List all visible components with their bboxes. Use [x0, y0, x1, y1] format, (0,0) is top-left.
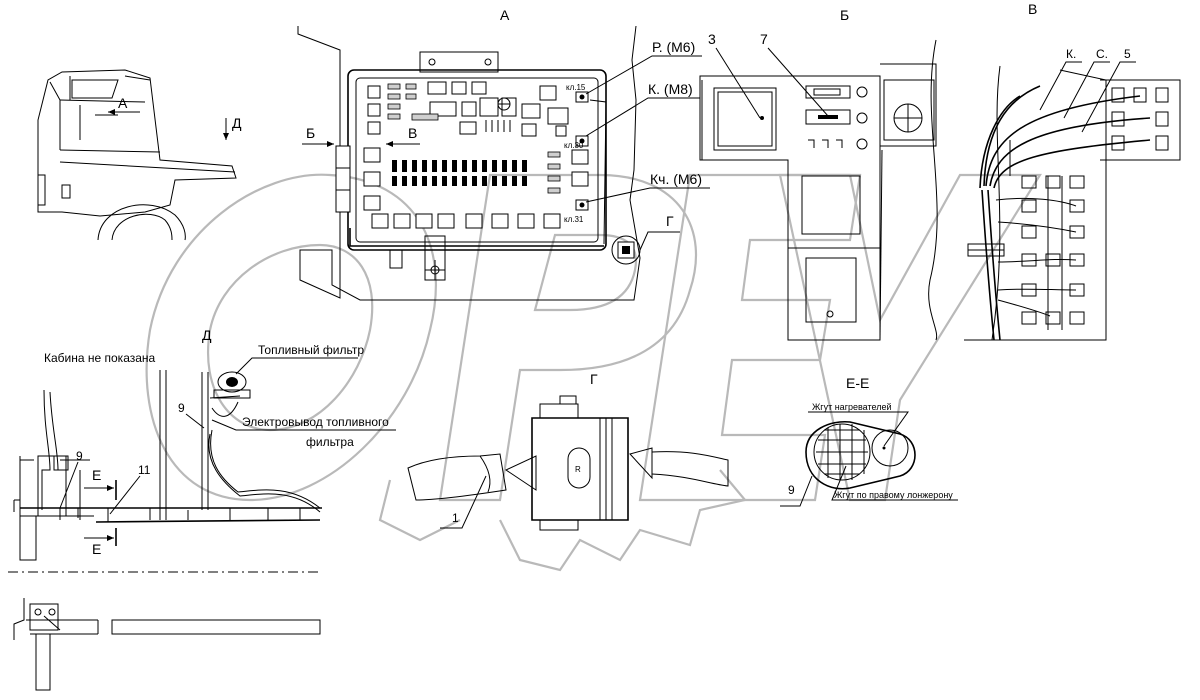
- side-connector: [335, 145, 351, 169]
- view-v-ref5: 5: [1124, 47, 1131, 61]
- connector-socket: [491, 213, 509, 229]
- view-b-ref3: 3: [708, 31, 716, 47]
- view-b-panel: [699, 39, 938, 341]
- label-arrow-b: Б: [306, 125, 315, 141]
- relay-slot: [367, 103, 381, 117]
- leader-heaters: [808, 411, 909, 447]
- connector-socket: [393, 213, 411, 229]
- leader-d-ref9: [185, 413, 205, 429]
- leader-ref3: [715, 47, 761, 119]
- leader-terminal-kch: [585, 187, 710, 203]
- connector-socket: [517, 213, 535, 229]
- connector-g-detail: [407, 395, 729, 531]
- leader-d-ref11: [109, 475, 141, 515]
- leader-d-ref9b: [59, 461, 79, 509]
- lower-detail: [13, 598, 321, 691]
- label-cut-e-top: Е: [92, 467, 101, 483]
- label-arrow-v: В: [408, 125, 417, 141]
- leader-fuel-filter: [235, 357, 358, 375]
- view-d-ref9: 9: [178, 401, 185, 415]
- view-v-title: В: [1028, 1, 1037, 17]
- view-d-ref11: 11: [138, 463, 151, 477]
- connector-socket: [415, 213, 433, 229]
- section-e-ref9: 9: [788, 483, 795, 497]
- leader-filter-wire: [211, 419, 396, 431]
- terminal-posts: [575, 91, 589, 211]
- view-b-title: Б: [840, 7, 849, 23]
- relay-slot: [363, 195, 381, 211]
- relay-slot: [367, 121, 381, 135]
- label-g-ref: Г: [666, 213, 674, 229]
- fuel-filter: [213, 371, 251, 399]
- connector-mark-r: R: [575, 465, 581, 474]
- leader-terminal-k: [585, 97, 700, 137]
- side-connector: [335, 167, 351, 191]
- view-g-ref1: 1: [452, 511, 459, 525]
- cut-e-bottom-marker: [84, 528, 117, 546]
- section-e-bundle: [805, 420, 916, 490]
- terminal-kl15-label: кл.15: [566, 83, 586, 92]
- relay-box: [335, 51, 607, 281]
- label-filter-wire-2: фильтра: [306, 435, 354, 449]
- truck-silhouette: [37, 69, 237, 241]
- arrow-a-marker: [108, 109, 140, 115]
- view-v-label-k: К.: [1066, 47, 1076, 61]
- connector-g-callout: [611, 231, 680, 265]
- leader-ref7: [767, 47, 829, 117]
- relay-slot: [363, 171, 381, 187]
- view-a-title: А: [500, 7, 510, 23]
- relay-slot: [367, 85, 381, 99]
- view-g-title: Г: [590, 371, 598, 387]
- terminal-kl30-label: кл.30: [564, 141, 584, 150]
- arrow-b-marker: [302, 141, 334, 147]
- cut-e-top-marker: [84, 480, 117, 500]
- view-v-label-s: С.: [1096, 47, 1108, 61]
- leader-right-spar: [831, 465, 958, 501]
- arrow-d-marker: [223, 118, 229, 140]
- view-d-chassis: [13, 370, 322, 561]
- terminal-kl31-label: кл.31: [564, 215, 584, 224]
- view-b-ref7: 7: [760, 31, 768, 47]
- connector-socket: [543, 213, 561, 229]
- leader-s: [1063, 61, 1110, 119]
- leader-g-ref1: [440, 475, 487, 529]
- leader-terminal-r: [585, 55, 702, 95]
- label-terminal-k: К. (М8): [648, 81, 693, 97]
- label-terminal-r: Р. (М6): [652, 39, 695, 55]
- connector-socket: [465, 213, 483, 229]
- connector-socket: [371, 213, 389, 229]
- label-fuel-filter: Топливный фильтр: [258, 343, 364, 357]
- side-connector: [335, 189, 351, 213]
- connector-socket: [437, 213, 455, 229]
- leader-k: [1039, 61, 1082, 111]
- label-terminal-kch: Кч. (М6): [650, 171, 702, 187]
- label-arrow-a: А: [118, 95, 128, 111]
- view-d-title: Д: [202, 327, 212, 343]
- label-cut-e-bottom: Е: [92, 541, 101, 557]
- section-e-heaters: Жгут нагревателей: [812, 402, 891, 412]
- leader-e-ref9: [780, 475, 813, 507]
- arrow-v-marker: [386, 141, 420, 147]
- view-d-ref9b: 9: [76, 449, 83, 463]
- view-d-cabin-note: Кабина не показана: [44, 351, 156, 365]
- view-v-harness: [964, 65, 1181, 341]
- watermark-logo: [145, 173, 1042, 572]
- leader-ref5: [1081, 61, 1136, 133]
- section-e-title: Е-Е: [846, 375, 869, 391]
- label-arrow-d: Д: [232, 115, 242, 131]
- label-filter-wire-1: Электровывод топливного: [242, 415, 389, 429]
- section-e-right-spar: Жгут по правому лонжерону: [834, 490, 953, 500]
- relay-slot: [363, 147, 381, 163]
